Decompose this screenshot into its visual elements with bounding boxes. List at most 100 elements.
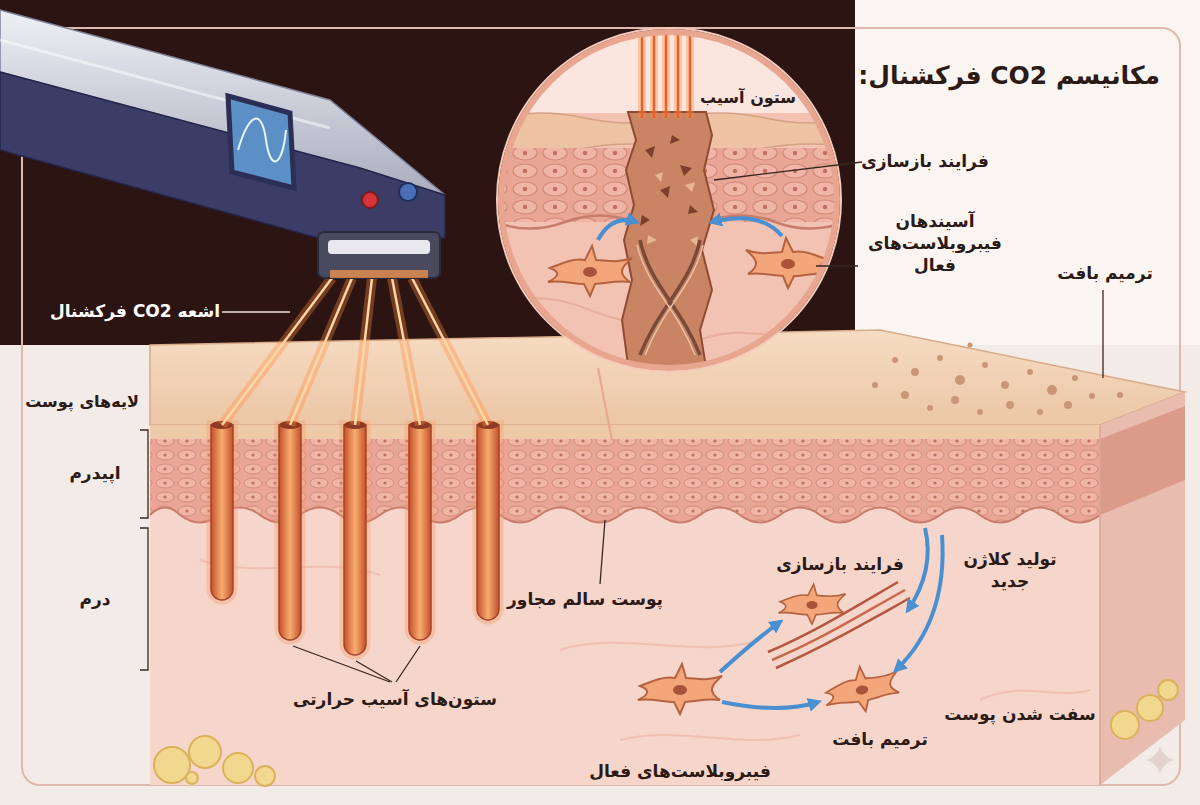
fat-globules — [255, 766, 275, 786]
magnified-inset — [638, 25, 646, 118]
regeneration-illustration — [908, 528, 928, 610]
thermal-columns — [211, 425, 233, 600]
laser-beams — [222, 278, 332, 425]
magnified-inset — [640, 240, 700, 355]
laser-handpiece — [330, 270, 428, 278]
callout-label: ترمیم بافت — [810, 728, 950, 750]
inset-callout: فرایند بازسازی — [845, 150, 1005, 172]
skin-pores — [955, 375, 965, 385]
skin-pores — [1117, 392, 1123, 398]
magnified-inset — [677, 25, 680, 118]
skin-block — [150, 425, 1100, 785]
laser-beams — [290, 278, 352, 425]
diagram-title: مکانیسم CO2 فرکشنال: — [850, 60, 1160, 93]
callout-label: ترمیم بافت — [1045, 262, 1165, 284]
laser-beams — [412, 278, 488, 425]
skin-pores — [892, 357, 898, 363]
callout-label: فرایند بازسازی — [765, 553, 915, 575]
magnified-inset — [685, 182, 695, 192]
leader-lines — [140, 162, 1103, 682]
thermal-columns — [344, 425, 366, 655]
skin-pores — [977, 409, 983, 415]
skin-pores — [1089, 393, 1095, 399]
leader-lines — [140, 528, 148, 670]
regeneration-illustration — [638, 664, 722, 714]
skin-pores — [927, 405, 933, 411]
laser-beams — [290, 278, 352, 425]
laser-beams — [222, 278, 488, 425]
magnified-inset — [497, 28, 841, 372]
regeneration-illustration — [821, 660, 903, 717]
skin-pores — [911, 368, 919, 376]
layer-heading: لایه‌های پوست — [22, 392, 142, 413]
magnified-inset — [647, 172, 698, 246]
laser-handpiece — [328, 240, 430, 254]
leader-lines — [396, 646, 420, 682]
sparkle-mark — [1146, 746, 1174, 774]
skin-pores — [937, 355, 943, 361]
fat-globules — [154, 747, 190, 783]
magnified-inset — [690, 236, 698, 246]
magnified-inset — [495, 25, 855, 380]
magnified-inset — [640, 135, 698, 226]
magnified-inset — [598, 368, 612, 440]
skin-pores — [982, 362, 988, 368]
fat-globules — [223, 753, 253, 783]
laser-handpiece — [318, 232, 440, 278]
skin-pores — [1064, 401, 1072, 409]
magnified-inset — [655, 172, 663, 182]
beam-label: اشعه CO2 فرکشنال — [35, 300, 235, 322]
laser-beams — [392, 278, 420, 425]
leader-lines — [140, 430, 148, 518]
magnified-inset — [686, 25, 694, 118]
laser-handpiece — [399, 183, 417, 201]
skin-block — [1100, 392, 1185, 785]
layer-label: اپیدرم — [50, 462, 140, 484]
fat-globules — [1158, 680, 1178, 700]
laser-handpiece — [238, 119, 286, 162]
skin-block — [1099, 425, 1101, 785]
callout-label: تولید کلاژن جدید — [950, 548, 1070, 592]
regeneration-illustration — [778, 584, 845, 624]
laser-beams — [355, 278, 372, 425]
regeneration-illustration — [722, 702, 818, 708]
skin-pores — [1037, 409, 1043, 415]
skin-pores — [951, 396, 959, 404]
callout-label: سفت شدن پوست — [935, 703, 1105, 725]
skin-pores — [901, 391, 909, 399]
skin-pores — [1072, 375, 1078, 381]
magnified-inset — [689, 25, 692, 118]
thermal-columns — [211, 425, 233, 600]
layer-label: درم — [50, 588, 140, 610]
leader-lines — [1102, 290, 1103, 378]
thermal-columns — [344, 425, 366, 655]
regeneration-illustration — [720, 622, 780, 672]
callout-label: ستون‌های آسیب حرارتی — [275, 688, 515, 710]
magnified-inset — [495, 25, 855, 440]
magnified-inset — [688, 205, 698, 214]
leader-lines — [222, 311, 290, 312]
magnified-inset — [641, 25, 644, 118]
thermal-columns — [279, 425, 301, 640]
inset-callout: ستون آسیب — [693, 88, 803, 109]
magnified-inset — [645, 146, 655, 158]
leader-lines — [714, 162, 862, 180]
fat-globules — [1137, 695, 1163, 721]
thermal-columns — [477, 425, 499, 620]
skin-pores — [872, 382, 878, 388]
magnified-inset — [680, 165, 692, 176]
background — [855, 0, 1200, 345]
skin-pores — [1006, 401, 1014, 409]
laser-handpiece — [0, 72, 445, 238]
magnified-inset — [622, 112, 714, 380]
magnified-inset — [647, 235, 657, 244]
skin-pores — [1027, 369, 1033, 375]
skin-pores — [1001, 381, 1009, 389]
magnified-inset — [645, 245, 703, 355]
laser-beams — [392, 278, 420, 425]
laser-beams — [355, 278, 372, 425]
laser-handpiece — [228, 96, 294, 188]
